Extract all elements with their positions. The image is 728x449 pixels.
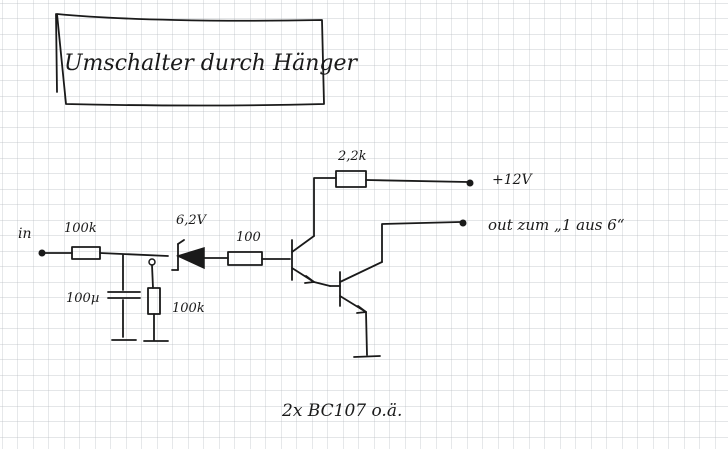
- output-terminal: out zum „1 aus 6“: [459, 216, 625, 234]
- transistor-2: [329, 261, 383, 358]
- title-text: Umschalter durch Hänger: [64, 51, 359, 76]
- wire-supply: [365, 179, 469, 183]
- transistor-1: [291, 235, 331, 287]
- r-collector-label: 2,2k: [337, 149, 367, 164]
- resistor-100k-shunt: 100k: [143, 258, 205, 342]
- r-shunt-label: 100k: [172, 301, 205, 316]
- supply-label: +12V: [492, 172, 534, 188]
- input-terminal: in: [18, 226, 46, 257]
- wire-output: [381, 221, 461, 263]
- zener-diode: 6,2V: [171, 213, 229, 271]
- title-box: Umschalter durch Hänger: [55, 13, 359, 107]
- wire-collector: [313, 177, 337, 237]
- supply-terminal: +12V: [466, 172, 534, 188]
- resistor-2k2: 2,2k: [335, 149, 367, 188]
- r-base-label: 100: [236, 230, 261, 245]
- output-label: out zum „1 aus 6“: [488, 216, 625, 234]
- r-in-label: 100k: [64, 221, 97, 236]
- transistor-note: 2x BC107 o.ä.: [281, 401, 402, 421]
- capacitor-100u: 100µ: [66, 254, 141, 341]
- cap-label: 100µ: [66, 291, 99, 306]
- zener-label: 6,2V: [176, 213, 208, 228]
- wire-node: [99, 252, 169, 257]
- input-label: in: [18, 226, 32, 242]
